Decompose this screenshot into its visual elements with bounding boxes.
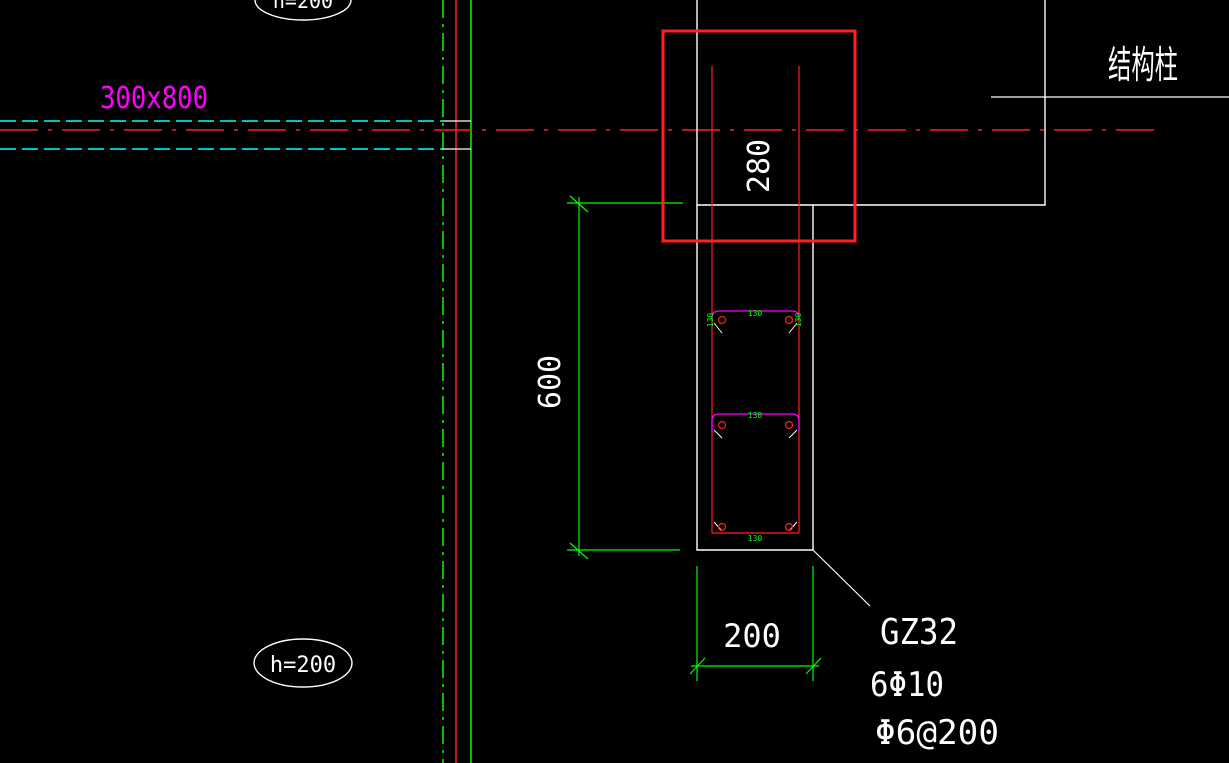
longitudinal-rebar-lines — [711, 66, 800, 533]
constructional-column-outline — [696, 205, 814, 551]
vertical-grid-lines — [442, 0, 472, 763]
svg-text:h=200: h=200 — [273, 0, 333, 13]
stirrups-label: Φ6@200 — [875, 713, 999, 753]
overlap-dimension-label: 280 — [742, 139, 777, 193]
main-bars-label: 6Φ10 — [870, 665, 944, 705]
beam-outline — [0, 120, 471, 150]
slab-label-bottom: h=200 — [253, 638, 353, 688]
tie-middle-dimension: 130 — [748, 411, 763, 420]
structure-column-outline — [696, 0, 1046, 206]
tie-middle — [711, 413, 800, 439]
beam-size-label: 300x800 — [100, 81, 208, 116]
side-right-dimension: 130 — [794, 313, 803, 328]
svg-text:h=200: h=200 — [270, 653, 336, 678]
tie-bottom-dimension: 130 — [748, 534, 763, 543]
side-left-dimension: 130 — [706, 313, 715, 328]
tie-top — [711, 310, 800, 334]
slab-label-top: h=200 — [254, 0, 352, 21]
height-dimension — [567, 195, 683, 560]
width-dimension — [689, 566, 822, 681]
rebar-circles — [717, 315, 794, 532]
column-id-label: GZ32 — [880, 612, 958, 653]
tie-bottom-hooks — [713, 521, 798, 532]
structure-column-label: 结构柱 — [1108, 43, 1178, 87]
tie-top-dimension: 130 — [748, 309, 763, 318]
column-leader-line — [812, 549, 871, 607]
highlight-box — [661, 29, 857, 243]
height-dimension-label: 600 — [533, 355, 568, 409]
width-dimension-label: 200 — [723, 617, 781, 655]
